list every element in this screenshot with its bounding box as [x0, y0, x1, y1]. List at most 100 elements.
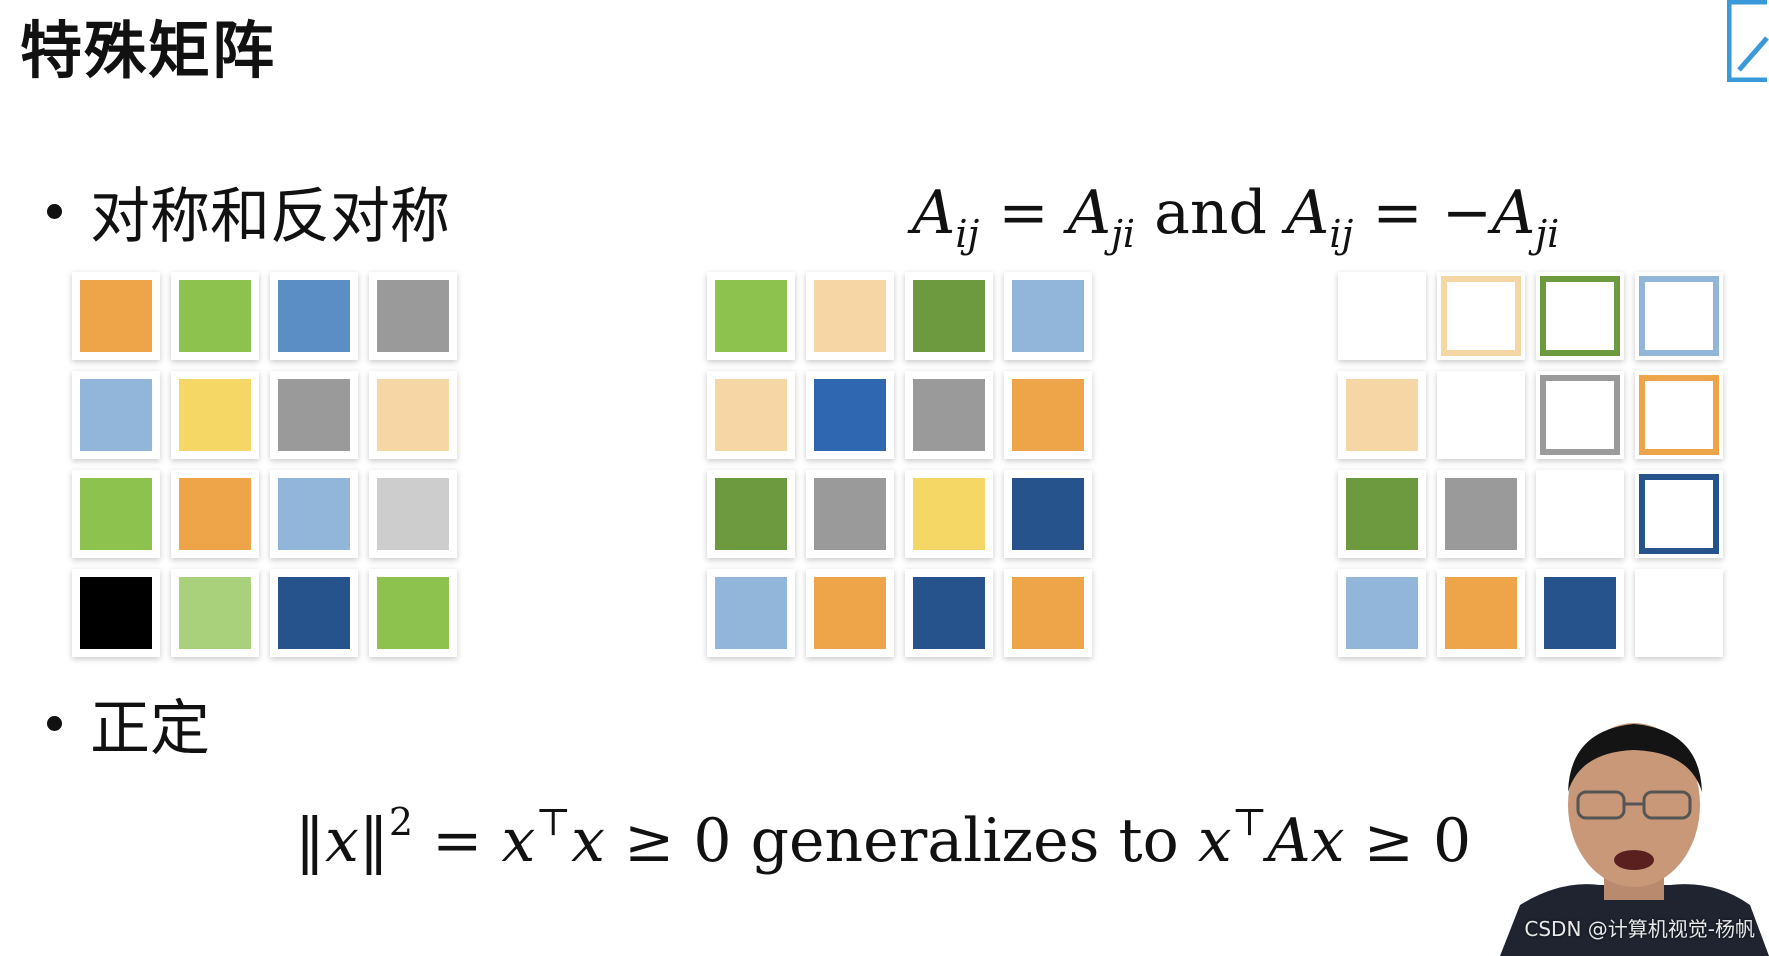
matrix-cell [806, 569, 894, 657]
watermark: CSDN @计算机视觉-杨帆 [1524, 917, 1755, 941]
matrix-cell [1635, 569, 1723, 657]
matrix-skew-symmetric [1338, 272, 1723, 657]
matrix-cell [1536, 470, 1624, 558]
bullet-label: 正定 [90, 694, 210, 764]
matrix-cell-fill [179, 280, 251, 352]
matrix-cell [270, 569, 358, 657]
slide-title: 特殊矩阵 [20, 14, 277, 87]
matrix-cell-fill [1639, 375, 1719, 455]
matrix-cell [1536, 272, 1624, 360]
matrix-cell-fill [715, 577, 787, 649]
corner-logo-icon [1727, 0, 1769, 82]
matrix-cell [905, 569, 993, 657]
matrix-cell-fill [814, 478, 886, 550]
matrix-cell [1437, 272, 1525, 360]
math-subscript: ji [1535, 212, 1560, 256]
matrix-cell-fill [80, 280, 152, 352]
matrix-cell [270, 371, 358, 459]
math-operator: ‖ [358, 806, 389, 876]
math-number: 0 [693, 806, 732, 876]
matrix-cell-fill [1639, 474, 1719, 554]
matrix-cell-fill [1346, 577, 1418, 649]
math-symbol: A [1285, 178, 1330, 248]
matrix-cell [1338, 371, 1426, 459]
formula-symmetric: Aij = Aji and Aij = −Aji [912, 178, 1559, 256]
matrix-cell [707, 470, 795, 558]
matrix-cell-fill [80, 577, 152, 649]
math-operator: = [432, 806, 483, 876]
math-symbol: A [1067, 178, 1112, 248]
matrix-cell [1635, 470, 1723, 558]
matrix-cell-fill [1012, 478, 1084, 550]
bullet-label: 对称和反对称 [90, 182, 450, 252]
matrix-cell [1437, 569, 1525, 657]
matrix-cell-fill [278, 478, 350, 550]
matrix-generic [72, 272, 457, 657]
matrix-cell [1635, 371, 1723, 459]
matrix-cell-fill [1540, 276, 1620, 356]
matrix-cell-fill [278, 280, 350, 352]
matrix-cell-fill [1012, 379, 1084, 451]
matrix-cell [72, 470, 160, 558]
math-superscript: 2 [388, 800, 414, 844]
math-operator: = [998, 178, 1049, 248]
math-symbol: x [325, 806, 359, 876]
matrix-cell [707, 371, 795, 459]
matrix-cell-fill [814, 577, 886, 649]
matrix-cell-fill [80, 379, 152, 451]
matrix-cell-fill [1445, 478, 1517, 550]
math-symbol: x [1310, 806, 1345, 876]
matrix-cell-fill [913, 478, 985, 550]
matrix-cell [1004, 569, 1092, 657]
matrix-cell-fill [715, 280, 787, 352]
matrix-cell-fill [1540, 375, 1620, 455]
matrix-cell-fill [377, 379, 449, 451]
matrix-cell-fill [1639, 276, 1719, 356]
matrix-cell-fill [715, 379, 787, 451]
matrix-cell [171, 272, 259, 360]
matrix-cell-fill [377, 280, 449, 352]
math-symbol: A [1491, 178, 1536, 248]
matrix-cell [171, 371, 259, 459]
matrix-cell-fill [913, 577, 985, 649]
matrix-cell [171, 569, 259, 657]
matrix-cell-fill [1544, 478, 1616, 550]
matrix-cell [1635, 272, 1723, 360]
matrix-cell [905, 272, 993, 360]
matrix-cell [1004, 272, 1092, 360]
matrix-cell-fill [80, 478, 152, 550]
matrix-cell-fill [1445, 577, 1517, 649]
matrix-cell [72, 569, 160, 657]
math-symbol: A [1267, 806, 1311, 876]
matrix-cell-fill [913, 379, 985, 451]
matrix-cell-fill [179, 577, 251, 649]
matrix-cell [707, 569, 795, 657]
matrix-cell-fill [913, 280, 985, 352]
matrix-cell [806, 371, 894, 459]
matrix-cell [171, 470, 259, 558]
matrix-cell [369, 470, 457, 558]
matrix-cell [1004, 371, 1092, 459]
matrix-cell [1338, 272, 1426, 360]
matrix-cell [1536, 569, 1624, 657]
bullet-dot-icon [47, 204, 62, 219]
matrix-cell [72, 371, 160, 459]
matrix-cell [905, 371, 993, 459]
matrix-cell [1338, 470, 1426, 558]
matrix-cell-fill [377, 478, 449, 550]
matrix-cell [270, 470, 358, 558]
matrix-cell [369, 371, 457, 459]
matrix-cell [1437, 470, 1525, 558]
matrix-cell-fill [377, 577, 449, 649]
matrix-cell [270, 272, 358, 360]
matrix-cell-fill [814, 280, 886, 352]
math-symbol: x [501, 806, 536, 876]
math-symbol: x [1197, 806, 1232, 876]
matrix-cell-fill [715, 478, 787, 550]
bullet-positive-definite: 正定 [47, 680, 210, 767]
matrix-cell [1437, 371, 1525, 459]
matrix-cell-fill [1012, 280, 1084, 352]
matrix-cell-fill [814, 379, 886, 451]
matrix-cell [1338, 569, 1426, 657]
